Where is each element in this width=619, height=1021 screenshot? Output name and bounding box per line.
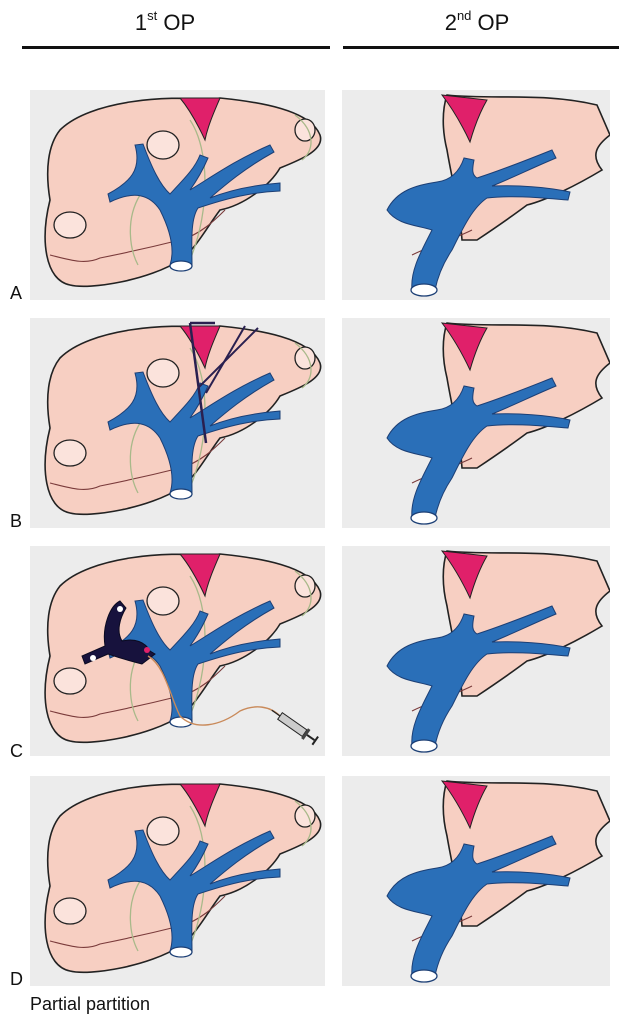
liver-diagram	[30, 776, 325, 986]
panel-row-c-second-op	[342, 546, 610, 756]
panel-row-a-second-op	[342, 90, 610, 300]
liver-diagram	[342, 90, 610, 300]
panel-row-c-first-op	[30, 546, 325, 756]
row-label-d: D	[10, 969, 23, 990]
liver-diagram	[30, 546, 325, 756]
panel-row-b-first-op	[30, 318, 325, 528]
panel-row-b-second-op	[342, 318, 610, 528]
panel-row-d-second-op	[342, 776, 610, 986]
row-label-b: B	[10, 511, 22, 532]
row-label-a: A	[10, 283, 22, 304]
liver-diagram	[30, 318, 325, 528]
liver-diagram	[342, 318, 610, 528]
column-header-second-op: 2nd OP	[372, 10, 582, 36]
liver-diagram	[342, 546, 610, 756]
liver-diagram	[342, 776, 610, 986]
header-rule-second-op	[343, 46, 619, 49]
row-label-c: C	[10, 741, 23, 762]
panel-row-d-first-op	[30, 776, 325, 986]
column-header-first-op: 1st OP	[60, 10, 270, 36]
figure-caption: Partial partition	[30, 994, 150, 1015]
panel-row-a-first-op	[30, 90, 325, 300]
liver-diagram	[30, 90, 325, 300]
header-rule-first-op	[22, 46, 330, 49]
